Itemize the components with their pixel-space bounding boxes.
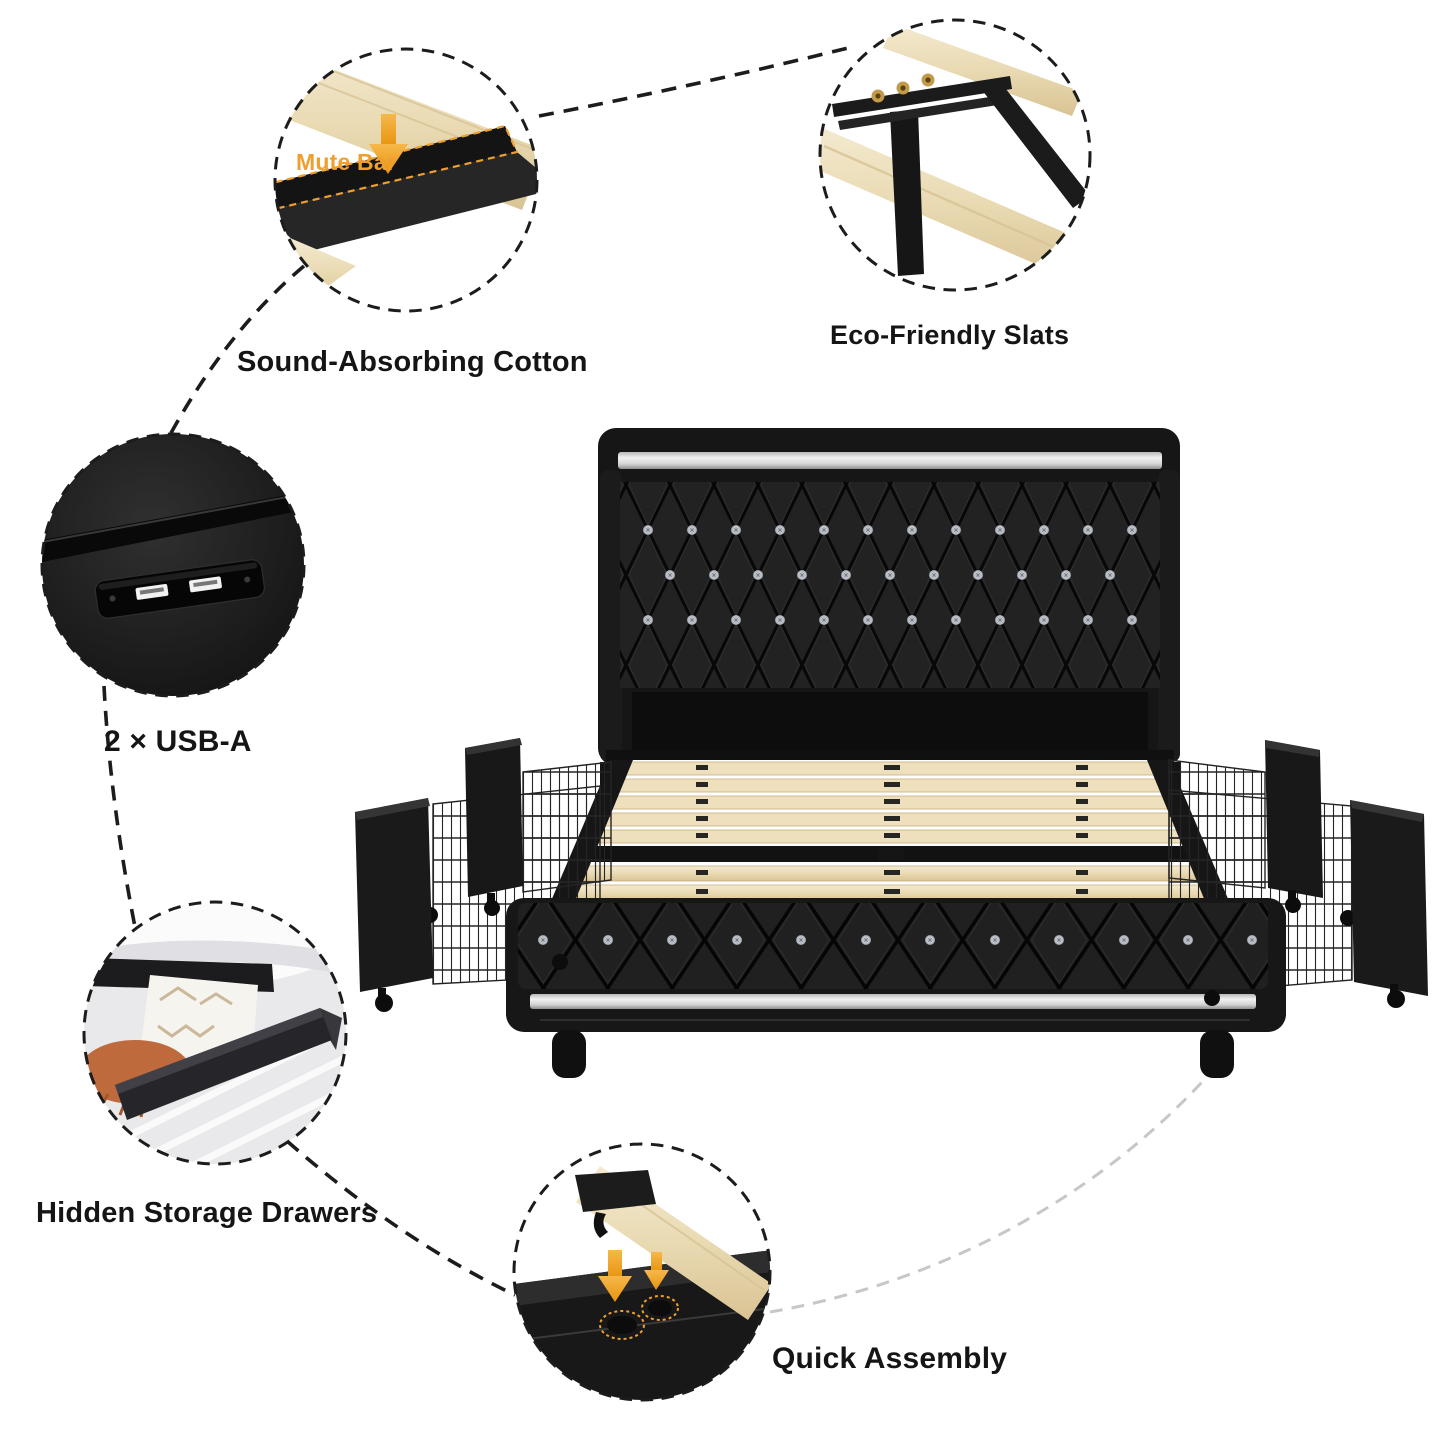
- caster-wheel: [484, 900, 500, 916]
- footboard-leg-right: [1200, 1030, 1234, 1078]
- callout-quick-assembly: [512, 1142, 772, 1402]
- callout-ring: [512, 1142, 772, 1402]
- callout-eco-friendly-slats: [818, 18, 1092, 292]
- screw-icons: [871, 73, 935, 103]
- footboard-tufted-band: [518, 903, 1268, 989]
- callout-usb: [40, 432, 306, 698]
- metal-rail: [832, 76, 1012, 117]
- storage-drawer-right-outer: [1204, 800, 1428, 1008]
- callout-ring: [82, 900, 348, 1166]
- connector-topleft-to-topright: [538, 44, 857, 118]
- callout-ring: [40, 432, 306, 698]
- storage-drawer-right-inner: [1265, 740, 1356, 926]
- slat-end-cap: [575, 1170, 656, 1212]
- metal-leg: [890, 110, 924, 276]
- caster-wheel: [1204, 990, 1220, 1006]
- callout-sound-absorbing-cotton: [273, 47, 539, 313]
- footboard-leg-left: [552, 1030, 586, 1078]
- headboard-storage-shelf: [632, 692, 1148, 756]
- label-quick-assembly: Quick Assembly: [772, 1342, 1008, 1375]
- caster-wheel: [1387, 990, 1405, 1008]
- connector-topleft-to-usb: [169, 264, 306, 434]
- callout-ring: [818, 18, 1092, 292]
- headboard-wing-right: [1158, 470, 1180, 762]
- slat-shadow-board: [275, 152, 537, 252]
- connector-lines: [102, 44, 1234, 1314]
- caster-wheel: [375, 994, 393, 1012]
- down-arrow-icon: [369, 114, 408, 174]
- label-usb: 2 × USB-A: [104, 725, 252, 758]
- open-drawer: [84, 975, 342, 1120]
- caster-wheel: [552, 954, 568, 970]
- down-arrow-icon: [598, 1250, 632, 1302]
- drawer-side-wall: [320, 1008, 342, 1050]
- footboard: [506, 898, 1286, 1078]
- storage-drawer-left-outer: [355, 798, 568, 1012]
- headboard-tufted-panel: [620, 482, 1160, 688]
- storage-drawer-left-inner: [422, 738, 523, 923]
- mute-bar-strip: [275, 126, 517, 212]
- connector-assembly-faded-arc: [769, 1047, 1234, 1314]
- bed-illustration: [355, 428, 1428, 1078]
- headboard-wing-left: [600, 470, 622, 762]
- folded-blanket: [140, 975, 258, 1062]
- caster-wheel: [1285, 897, 1301, 913]
- wood-slat: [820, 126, 1090, 284]
- down-arrow-icon: [644, 1252, 669, 1290]
- metal-rail-diagonal: [982, 79, 1090, 208]
- label-hidden-storage-drawers: Hidden Storage Drawers: [36, 1197, 378, 1229]
- leather-seam: [42, 492, 304, 562]
- slat-hook: [593, 1212, 608, 1238]
- wood-slat: [883, 24, 1082, 116]
- connector-usb-to-drawers: [102, 685, 137, 928]
- wood-slat: [575, 1166, 770, 1320]
- drawer-front-panel: [115, 1008, 332, 1120]
- snap-buttons: [599, 1295, 679, 1340]
- usb-ports: [94, 559, 265, 619]
- metal-rail: [838, 95, 1004, 130]
- connector-drawers-to-assembly: [285, 1139, 516, 1297]
- mute-bar-annotation: Mute Bar: [296, 149, 397, 175]
- callout-hidden-storage-drawers: [82, 900, 348, 1166]
- label-eco-friendly-slats: Eco-Friendly Slats: [830, 320, 1070, 350]
- footboard-led-strip: [530, 994, 1256, 1009]
- slat-deck: [551, 750, 1229, 902]
- callout-ring: [273, 47, 539, 313]
- caster-wheel: [1340, 910, 1356, 926]
- headboard-led-strip: [618, 452, 1162, 469]
- label-sound-absorbing-cotton: Sound-Absorbing Cotton: [237, 346, 588, 378]
